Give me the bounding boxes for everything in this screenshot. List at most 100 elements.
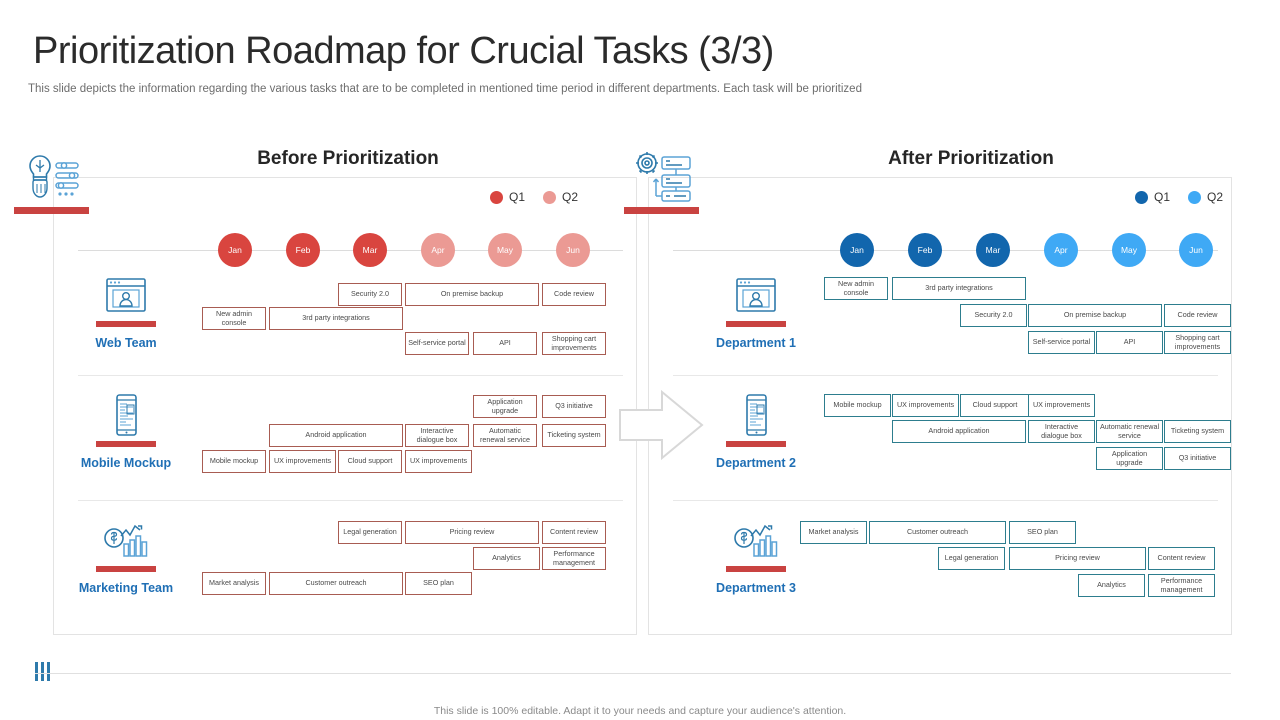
task-box[interactable]: Android application xyxy=(892,420,1026,443)
task-box[interactable]: Legal generation xyxy=(338,521,402,544)
task-box[interactable]: Performance management xyxy=(542,547,606,570)
browser-user-icon xyxy=(681,272,831,318)
row-divider xyxy=(78,500,623,501)
task-box[interactable]: New admin console xyxy=(824,277,888,300)
task-box[interactable]: Automatic renewal service xyxy=(1096,420,1163,443)
task-box[interactable]: Interactive dialogue box xyxy=(405,424,469,447)
task-label: Mobile mockup xyxy=(833,400,882,410)
legend-color-dot xyxy=(543,190,557,204)
task-box[interactable]: Q3 initiative xyxy=(542,395,606,418)
timeline-month-marker[interactable]: May xyxy=(1112,233,1146,267)
legend-item: Q2 xyxy=(543,190,578,204)
accent-rule xyxy=(726,321,786,327)
task-box[interactable]: Customer outreach xyxy=(869,521,1006,544)
task-box[interactable]: Customer outreach xyxy=(269,572,403,595)
task-box[interactable]: Mobile mockup xyxy=(824,394,891,417)
month-label: Jun xyxy=(566,245,580,255)
task-box[interactable]: Security 2.0 xyxy=(960,304,1027,327)
task-box[interactable]: SEO plan xyxy=(405,572,472,595)
task-label: Content review xyxy=(1157,553,1206,563)
task-box[interactable]: 3rd party integrations xyxy=(269,307,403,330)
task-box[interactable]: Shopping cart improvements xyxy=(542,332,606,355)
task-box[interactable]: Ticketing system xyxy=(1164,420,1231,443)
timeline-month-marker[interactable]: Jan xyxy=(840,233,874,267)
timeline-month-marker[interactable]: Apr xyxy=(421,233,455,267)
row-title: Web Team xyxy=(95,336,157,350)
timeline-month-marker[interactable]: Jun xyxy=(1179,233,1213,267)
task-box[interactable]: Application upgrade xyxy=(473,395,537,418)
timeline-month-marker[interactable]: Mar xyxy=(976,233,1010,267)
task-box[interactable]: Content review xyxy=(542,521,606,544)
task-box[interactable]: Android application xyxy=(269,424,403,447)
footer-note: This slide is 100% editable. Adapt it to… xyxy=(433,705,847,717)
task-label: Security 2.0 xyxy=(351,289,389,299)
task-label: Legal generation xyxy=(343,527,397,537)
browser-user-icon xyxy=(51,272,201,318)
task-box[interactable]: Interactive dialogue box xyxy=(1028,420,1095,443)
timeline-month-marker[interactable]: Feb xyxy=(908,233,942,267)
row-title: Marketing Team xyxy=(78,581,174,595)
task-box[interactable]: On premise backup xyxy=(405,283,539,306)
task-label: Code review xyxy=(554,289,594,299)
task-box[interactable]: SEO plan xyxy=(1009,521,1076,544)
gear-hierarchy-icon xyxy=(624,150,704,214)
task-label: Interactive dialogue box xyxy=(1041,421,1082,440)
timeline-month-marker[interactable]: Apr xyxy=(1044,233,1078,267)
transition-arrow-icon xyxy=(618,388,704,467)
task-box[interactable]: Shopping cart improvements xyxy=(1164,331,1231,354)
task-label: Interactive dialogue box xyxy=(416,425,458,444)
task-box[interactable]: UX improvements xyxy=(1028,394,1095,417)
task-box[interactable]: New admin console xyxy=(202,307,266,330)
task-label: Customer outreach xyxy=(305,578,367,588)
task-box[interactable]: Ticketing system xyxy=(542,424,606,447)
timeline-month-marker[interactable]: Feb xyxy=(286,233,320,267)
task-label: Pricing review xyxy=(1055,553,1100,563)
task-box[interactable]: UX improvements xyxy=(405,450,472,473)
legend-item: Q1 xyxy=(1135,190,1170,204)
task-label: New admin console xyxy=(838,278,874,297)
legend-item: Q2 xyxy=(1188,190,1223,204)
task-box[interactable]: Market analysis xyxy=(800,521,867,544)
task-box[interactable]: Self-service portal xyxy=(1028,331,1095,354)
task-label: Application upgrade xyxy=(1111,448,1148,467)
task-label: Mobile mockup xyxy=(209,456,259,466)
task-box[interactable]: Cloud support xyxy=(960,394,1030,417)
task-box[interactable]: Performance management xyxy=(1148,574,1215,597)
page-title: Prioritization Roadmap for Crucial Tasks… xyxy=(33,30,774,72)
task-box[interactable]: Pricing review xyxy=(1009,547,1146,570)
timeline-month-marker[interactable]: Jun xyxy=(556,233,590,267)
task-box[interactable]: Automatic renewal service xyxy=(473,424,537,447)
task-box[interactable]: Self-service portal xyxy=(405,332,469,355)
page-subtitle: This slide depicts the information regar… xyxy=(28,83,862,95)
task-box[interactable]: UX improvements xyxy=(269,450,336,473)
task-box[interactable]: API xyxy=(473,332,537,355)
legend-label: Q1 xyxy=(1154,190,1171,204)
task-box[interactable]: Pricing review xyxy=(405,521,539,544)
task-box[interactable]: Analytics xyxy=(1078,574,1145,597)
task-box[interactable]: Security 2.0 xyxy=(338,283,402,306)
timeline-month-marker[interactable]: Mar xyxy=(353,233,387,267)
task-box[interactable]: Application upgrade xyxy=(1096,447,1163,470)
smartphone-icon xyxy=(51,392,201,438)
task-box[interactable]: Cloud support xyxy=(338,450,402,473)
row-label-group: Department 3 xyxy=(681,517,831,595)
task-box[interactable]: Mobile mockup xyxy=(202,450,266,473)
task-label: UX improvements xyxy=(409,456,468,466)
task-box[interactable]: 3rd party integrations xyxy=(892,277,1026,300)
task-box[interactable]: Market analysis xyxy=(202,572,266,595)
task-box[interactable]: Q3 initiative xyxy=(1164,447,1231,470)
task-box[interactable]: Code review xyxy=(1164,304,1231,327)
month-label: Jan xyxy=(228,245,242,255)
accent-rule xyxy=(624,207,699,214)
task-box[interactable]: API xyxy=(1096,331,1163,354)
task-box[interactable]: Code review xyxy=(542,283,606,306)
legend-color-dot xyxy=(1135,190,1148,204)
task-box[interactable]: Content review xyxy=(1148,547,1215,570)
task-box[interactable]: UX improvements xyxy=(892,394,959,417)
task-box[interactable]: Analytics xyxy=(473,547,540,570)
task-box[interactable]: Legal generation xyxy=(938,547,1005,570)
timeline-month-marker[interactable]: May xyxy=(488,233,522,267)
task-box[interactable]: On premise backup xyxy=(1028,304,1162,327)
timeline-month-marker[interactable]: Jan xyxy=(218,233,252,267)
accent-rule xyxy=(96,441,156,447)
